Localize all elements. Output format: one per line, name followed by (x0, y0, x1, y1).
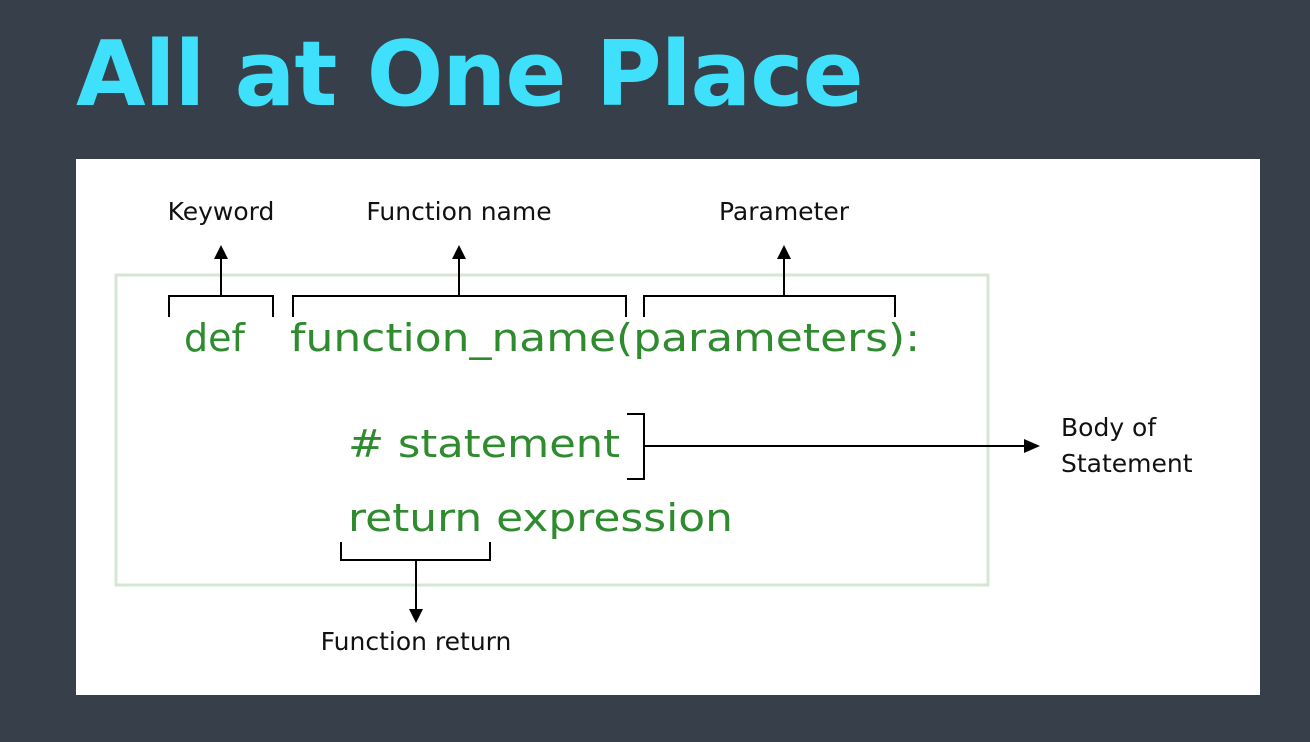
function-name-bracket (292, 245, 627, 317)
body-arrowhead (1024, 439, 1040, 453)
parameter-label: Parameter (719, 197, 850, 226)
parameter-bracket (643, 245, 896, 317)
body-bracket (627, 413, 1040, 480)
keyword-arrowhead (214, 245, 228, 259)
parameter-arrowhead (777, 245, 791, 259)
function-name-label: Function name (366, 197, 551, 226)
return-expression-text: return expression (348, 496, 733, 540)
return-bracket (340, 542, 491, 623)
body-of-statement-label-line1: Body of (1061, 413, 1157, 442)
keyword-label: Keyword (168, 197, 275, 226)
diagram-panel: Keyword Function name Parameter (76, 159, 1260, 695)
statement-text: # statement (348, 422, 620, 466)
function-syntax-diagram: Keyword Function name Parameter (114, 197, 1193, 656)
return-arrowhead (409, 609, 423, 623)
body-of-statement-label-line2: Statement (1061, 449, 1193, 478)
function-name-arrowhead (452, 245, 466, 259)
keyword-bracket (168, 245, 274, 317)
code-box (114, 273, 990, 587)
function-signature-text: function_name(parameters): (290, 316, 920, 360)
page-title: All at One Place (76, 22, 864, 127)
def-keyword-text: def (184, 316, 247, 360)
function-return-label: Function return (321, 627, 512, 656)
